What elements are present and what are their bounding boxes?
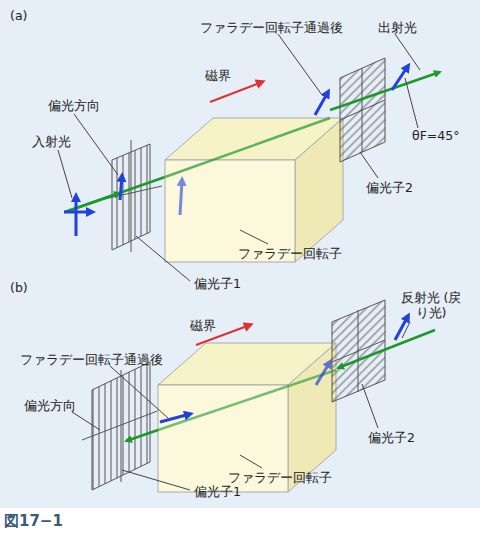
figure-caption: 図17−1 bbox=[4, 512, 63, 531]
callout-label: ファラデー回転子通過後 bbox=[20, 352, 163, 367]
callout-label: 反射光 (戻り光) bbox=[400, 290, 462, 320]
callout-label: 出射光 bbox=[378, 20, 417, 35]
angle-label: θF=45° bbox=[412, 128, 459, 143]
callout-label: 偏光方向 bbox=[48, 98, 100, 113]
part-label: 偏光子2 bbox=[366, 180, 413, 195]
part-label: ファラデー回転子 bbox=[228, 470, 332, 485]
part-label: 偏光子2 bbox=[368, 430, 415, 445]
panel-label: (a) bbox=[10, 8, 27, 23]
callout-label: 入射光 bbox=[32, 134, 71, 149]
callout-label: ファラデー回転子通過後 bbox=[200, 20, 343, 35]
field-label: 磁界 bbox=[205, 68, 231, 83]
part-label: 偏光子1 bbox=[194, 484, 241, 499]
panel-label: (b) bbox=[10, 280, 28, 295]
part-label: 偏光子1 bbox=[194, 276, 241, 291]
callout-label: 偏光方向 bbox=[24, 398, 76, 413]
part-label: ファラデー回転子 bbox=[238, 246, 342, 261]
panel-b bbox=[72, 300, 435, 492]
panel-a bbox=[58, 34, 440, 281]
field-label: 磁界 bbox=[190, 318, 216, 333]
